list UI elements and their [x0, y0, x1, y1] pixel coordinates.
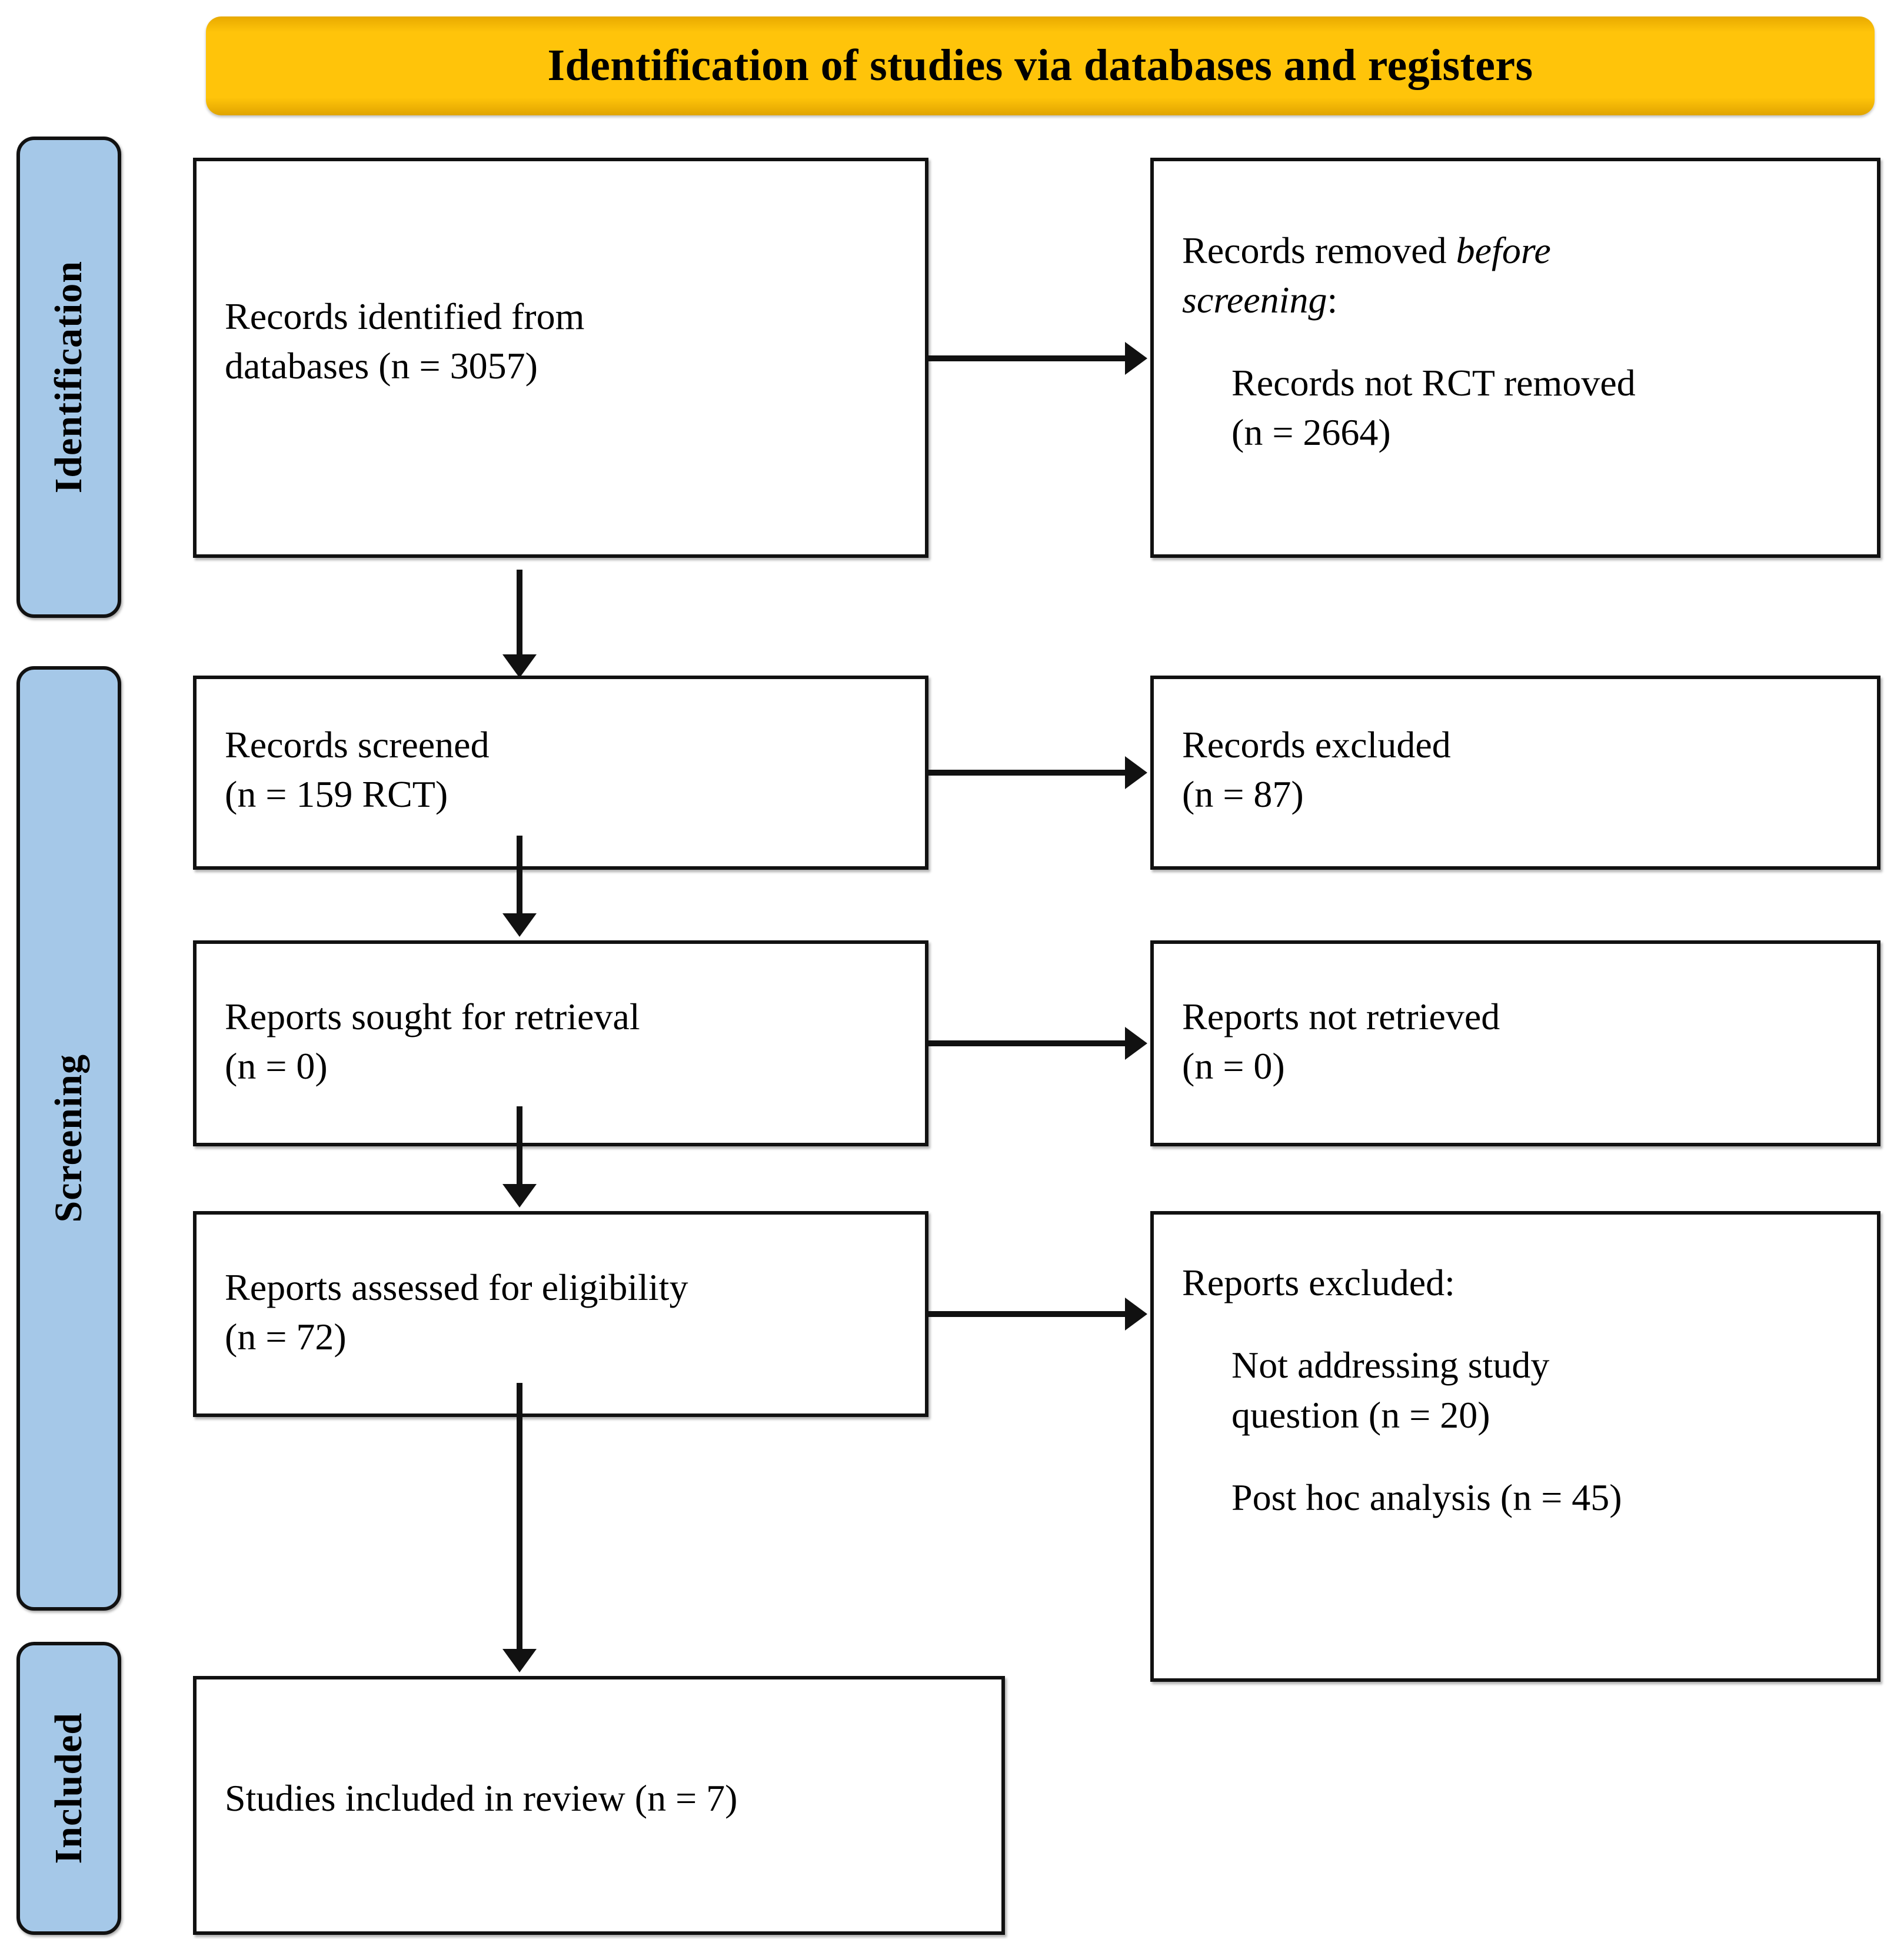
arrow-identified-to-removed: [927, 342, 1147, 375]
box-records-identified: Records identified from databases (n = 3…: [193, 158, 928, 558]
arrow-assessed-to-reports-excluded: [927, 1298, 1147, 1331]
records-removed-line2-colon: :: [1327, 279, 1338, 321]
records-removed-sub2: (n = 2664): [1231, 411, 1391, 454]
records-removed-sub1: Records not RCT removed: [1231, 361, 1636, 404]
reports-assessed-line2: (n = 72): [225, 1316, 347, 1358]
reports-excluded-sub1-line2: question (n = 20): [1231, 1393, 1490, 1436]
box-studies-included-in-review: Studies included in review (n = 7): [193, 1676, 1005, 1935]
box-records-excluded: Records excluded (n = 87): [1150, 676, 1880, 870]
studies-included-line1: Studies included in review (n = 7): [225, 1777, 738, 1819]
records-removed-line2: screening:: [1182, 275, 1857, 325]
records-removed-line2-italic: screening: [1182, 279, 1327, 321]
box-reports-not-retrieved: Reports not retrieved (n = 0): [1150, 940, 1880, 1146]
arrow-screened-to-sought: [502, 836, 537, 937]
arrow-sought-to-assessed: [502, 1106, 537, 1208]
box-reports-assessed-for-eligibility: Reports assessed for eligibility (n = 72…: [193, 1211, 928, 1417]
records-identified-line2: databases (n = 3057): [225, 345, 538, 387]
diagram-header-banner: Identification of studies via databases …: [206, 16, 1875, 115]
arrow-screened-to-excluded: [927, 756, 1147, 789]
reports-assessed-line1: Reports assessed for eligibility: [225, 1266, 688, 1308]
records-removed-line1: Records removed before: [1182, 226, 1857, 275]
reports-not-retrieved-line2: (n = 0): [1182, 1045, 1285, 1087]
reports-excluded-sub2: Post hoc analysis (n = 45): [1231, 1476, 1622, 1519]
stage-label-screening-text: Screening: [47, 1054, 90, 1223]
arrow-sought-to-not-retrieved: [927, 1027, 1147, 1060]
arrow-identified-to-screened: [502, 570, 537, 678]
records-excluded-line1: Records excluded: [1182, 724, 1451, 766]
stage-label-included: Included: [16, 1642, 121, 1935]
records-removed-line1-italic: before: [1456, 230, 1551, 271]
stage-label-identification-text: Identification: [47, 261, 90, 494]
arrow-assessed-to-included: [502, 1383, 537, 1672]
records-screened-line2: (n = 159 RCT): [225, 773, 448, 816]
box-records-removed-before-screening: Records removed before screening: Record…: [1150, 158, 1880, 558]
records-screened-line1: Records screened: [225, 724, 490, 766]
stage-label-identification: Identification: [16, 137, 121, 618]
records-removed-line1-plain: Records removed: [1182, 230, 1456, 271]
reports-sought-line1: Reports sought for retrieval: [225, 996, 640, 1037]
reports-sought-line2: (n = 0): [225, 1045, 328, 1087]
records-excluded-line2: (n = 87): [1182, 773, 1304, 816]
reports-excluded-heading: Reports excluded:: [1182, 1262, 1455, 1303]
diagram-title: Identification of studies via databases …: [547, 41, 1533, 91]
reports-excluded-sub1-line1: Not addressing study: [1231, 1344, 1550, 1386]
box-reports-sought-for-retrieval: Reports sought for retrieval (n = 0): [193, 940, 928, 1146]
box-reports-excluded: Reports excluded: Not addressing study q…: [1150, 1211, 1880, 1682]
reports-not-retrieved-line1: Reports not retrieved: [1182, 996, 1500, 1037]
stage-label-included-text: Included: [47, 1712, 90, 1864]
stage-label-screening: Screening: [16, 666, 121, 1611]
records-identified-line1: Records identified from: [225, 295, 585, 337]
box-records-screened: Records screened (n = 159 RCT): [193, 676, 928, 870]
